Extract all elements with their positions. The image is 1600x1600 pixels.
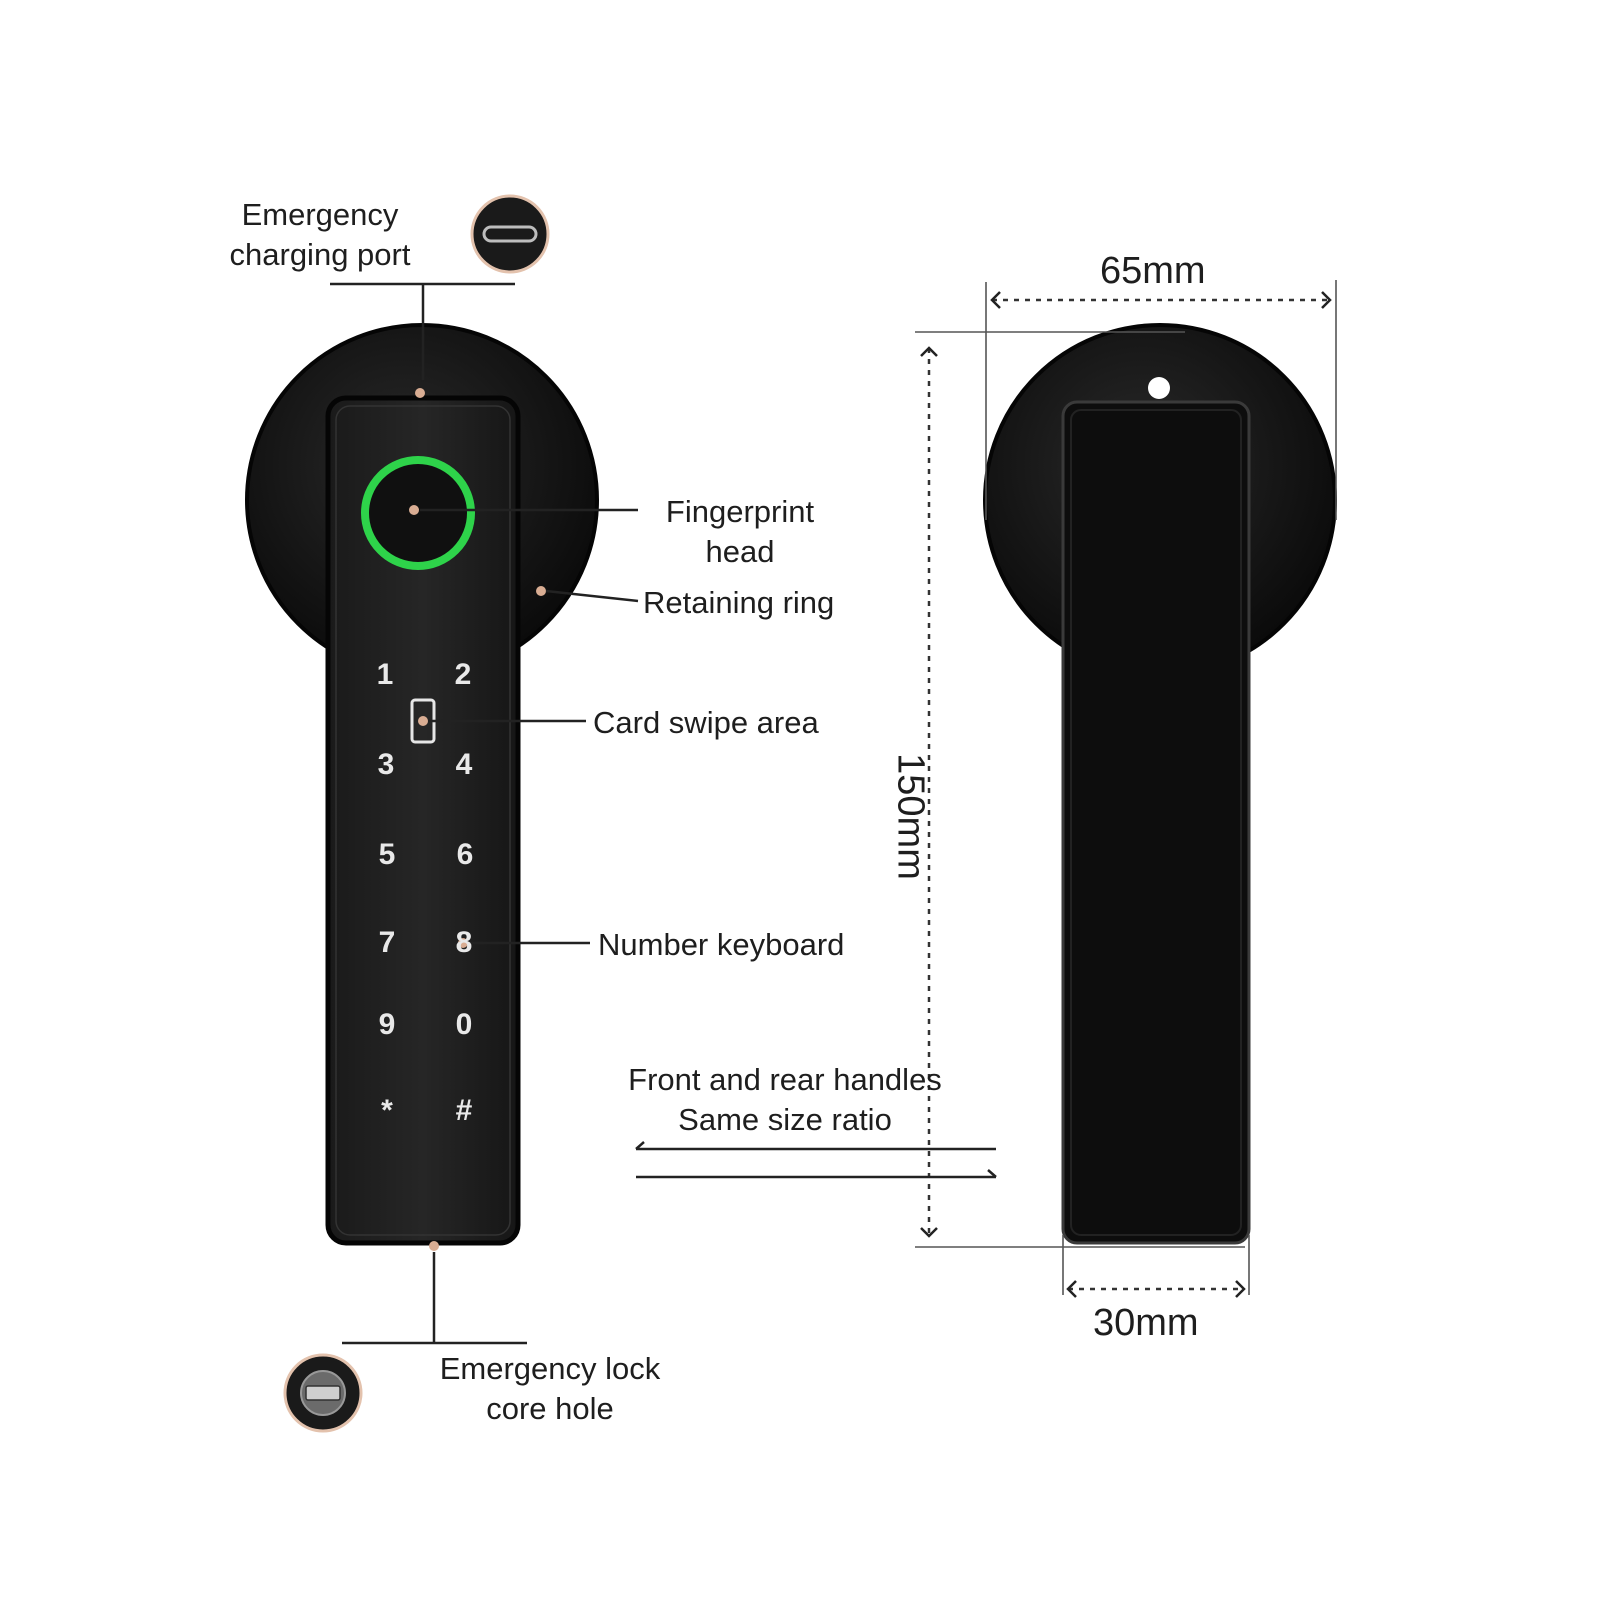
front-callout-lines: [330, 282, 639, 1345]
key-6[interactable]: 6: [456, 838, 474, 871]
usb-port-inset: [470, 194, 550, 274]
label-card-swipe-area: Card swipe area: [593, 705, 819, 740]
key-1[interactable]: 1: [376, 658, 394, 691]
label-fingerprint-head: Fingerprint head: [665, 494, 815, 569]
callout-dot-card: [418, 716, 428, 726]
label-number-keyboard: Number keyboard: [598, 927, 845, 962]
key-2[interactable]: 2: [454, 658, 472, 691]
side-lock-view: [983, 323, 1337, 1245]
front-lock-view: [245, 323, 599, 1246]
label-handles-note: Front and rear handles Same size ratio: [628, 1062, 942, 1137]
key-hash[interactable]: #: [455, 1094, 473, 1127]
key-star[interactable]: *: [381, 1094, 393, 1127]
label-charging-port: Emergency charging port: [229, 197, 411, 272]
key-7[interactable]: 7: [378, 926, 396, 959]
callout-dot-ring: [536, 586, 546, 596]
dimension-65mm: 65mm: [1100, 250, 1206, 292]
side-handle: [1061, 400, 1251, 1245]
key-0[interactable]: 0: [455, 1008, 473, 1041]
key-hole-inset: [283, 1353, 363, 1433]
callout-dot-fingerprint: [409, 505, 419, 515]
key-9[interactable]: 9: [378, 1008, 396, 1041]
dimension-150mm: 150mm: [889, 753, 932, 880]
key-4[interactable]: 4: [455, 748, 473, 781]
key-5[interactable]: 5: [378, 838, 396, 871]
side-screw-hole: [1148, 377, 1170, 399]
callout-dot-keyboard: [458, 938, 468, 948]
label-lock-core-hole: Emergency lock core hole: [439, 1351, 661, 1426]
key-3[interactable]: 3: [377, 748, 395, 781]
label-retaining-ring: Retaining ring: [643, 585, 835, 620]
dimension-lines: [635, 280, 1337, 1298]
callout-dot-charging: [415, 388, 425, 398]
front-handle: [325, 395, 521, 1246]
key-8[interactable]: 8: [455, 926, 473, 959]
callout-dot-lockcore: [429, 1241, 439, 1251]
dimension-30mm: 30mm: [1093, 1302, 1199, 1344]
